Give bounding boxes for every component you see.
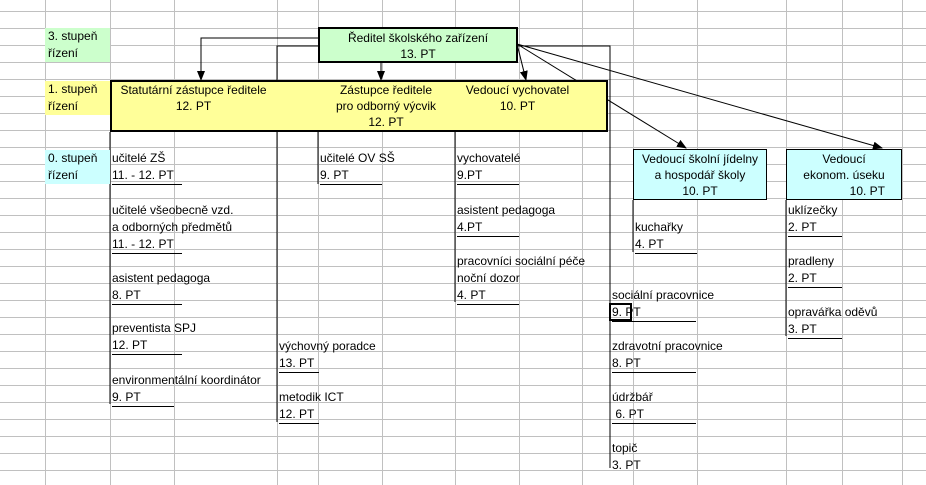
staff-teachers-ov-count: 9. PT bbox=[320, 168, 349, 182]
staff-teachers-ov[interactable]: učitelé OV SŠ 9. PT bbox=[320, 150, 395, 185]
staff-prevention-count: 12. PT bbox=[112, 338, 148, 352]
staff-social-worker[interactable]: sociální pracovnice 9. PT bbox=[612, 287, 715, 322]
staff-tailor[interactable]: opravářka oděvů 3. PT bbox=[788, 304, 878, 339]
staff-counselor-title: výchovný poradce bbox=[279, 339, 376, 353]
staff-prevention-title: preventista SPJ bbox=[112, 321, 197, 335]
staff-tailor-count: 3. PT bbox=[788, 322, 817, 336]
staff-ict-count: 12. PT bbox=[279, 407, 315, 421]
staff-cooks-title: kuchařky bbox=[635, 220, 684, 234]
staff-cleaners-count: 2. PT bbox=[788, 220, 817, 234]
statutory-deputy-count: 12. PT bbox=[175, 99, 212, 113]
level-0-line2: řízení bbox=[48, 168, 79, 182]
staff-social-worker-title: sociální pracovnice bbox=[612, 288, 715, 302]
staff-stoker-title: topič bbox=[612, 441, 638, 455]
staff-teachers-zs-title: učitelé ZŠ bbox=[112, 151, 166, 165]
statutory-deputy-box[interactable]: Statutární zástupce ředitele 12. PT bbox=[110, 81, 277, 131]
vocational-deputy-title-2: pro odborný výcvik bbox=[335, 99, 437, 113]
staff-teachers-zs-count: 11. - 12. PT bbox=[112, 168, 174, 182]
deputies-band bbox=[110, 80, 608, 132]
staff-assistant-a-title: asistent pedagoga bbox=[112, 271, 211, 285]
staff-health-worker-title: zdravotní pracovnice bbox=[612, 339, 723, 353]
staff-ict-title: metodik ICT bbox=[279, 390, 344, 404]
staff-teachers-general-title-1: učitelé všeobecně vzd. bbox=[112, 203, 234, 217]
staff-teachers-zs[interactable]: učitelé ZŠ 11. - 12. PT bbox=[112, 150, 182, 185]
staff-social-care[interactable]: pracovníci sociální péče noční dozor 4. … bbox=[457, 253, 586, 305]
canteen-head-title-2: a hospodář školy bbox=[654, 168, 746, 182]
staff-environmental-title: environmentální koordinátor bbox=[112, 373, 261, 387]
staff-cooks[interactable]: kuchařky 4. PT bbox=[635, 219, 697, 254]
staff-educators[interactable]: vychovatelé 9.PT bbox=[457, 150, 521, 185]
director-title: Ředitel školského zařízení bbox=[347, 31, 489, 45]
staff-teachers-general-title-2: a odborných předmětů bbox=[112, 220, 233, 234]
economics-head-title-1: Vedoucí bbox=[822, 152, 866, 166]
staff-social-care-title-1: pracovníci sociální péče bbox=[457, 254, 586, 268]
economics-head-title-2: ekonom. úseku bbox=[803, 168, 885, 182]
educator-lead-title: Vedoucí vychovatel bbox=[465, 83, 570, 97]
staff-social-worker-count: 9. PT bbox=[612, 305, 641, 319]
staff-assistant-b[interactable]: asistent pedagoga 4.PT bbox=[457, 202, 556, 237]
staff-laundry-title: pradleny bbox=[788, 254, 835, 268]
staff-teachers-general-count: 11. - 12. PT bbox=[112, 237, 174, 251]
staff-teachers-ov-title: učitelé OV SŠ bbox=[320, 151, 395, 165]
level-3-line1: 3. stupeň bbox=[48, 29, 98, 43]
staff-laundry-count: 2. PT bbox=[788, 271, 817, 285]
staff-cleaners[interactable]: uklízečky 2. PT bbox=[788, 202, 842, 237]
staff-laundry[interactable]: pradleny 2. PT bbox=[788, 253, 842, 288]
staff-counselor[interactable]: výchovný poradce 13. PT bbox=[279, 338, 376, 373]
staff-maintenance-title: údržbář bbox=[612, 390, 653, 404]
economics-head-count: 10. PT bbox=[849, 184, 885, 198]
staff-teachers-general[interactable]: učitelé všeobecně vzd. a odborných předm… bbox=[112, 202, 234, 254]
staff-educators-count: 9.PT bbox=[457, 168, 483, 182]
level-3-label: 3. stupeň řízení bbox=[45, 28, 110, 62]
staff-social-care-title-2: noční dozor bbox=[457, 271, 520, 285]
staff-ict[interactable]: metodik ICT 12. PT bbox=[279, 389, 344, 424]
educator-lead-count: 10. PT bbox=[499, 99, 536, 113]
staff-counselor-count: 13. PT bbox=[279, 356, 315, 370]
staff-assistant-b-title: asistent pedagoga bbox=[457, 203, 556, 217]
educator-lead-box[interactable]: Vedoucí vychovatel 10. PT bbox=[455, 81, 580, 131]
economics-head-box[interactable]: Vedoucí ekonom. úseku 10. PT bbox=[786, 149, 902, 200]
staff-maintenance[interactable]: údržbář 6. PT bbox=[612, 389, 696, 424]
canteen-head-title-1: Vedoucí školní jídelny bbox=[641, 152, 759, 166]
level-0-label: 0. stupeň řízení bbox=[45, 150, 110, 184]
director-box[interactable]: Ředitel školského zařízení 13. PT bbox=[318, 27, 518, 63]
staff-health-worker-count: 8. PT bbox=[612, 356, 641, 370]
staff-assistant-b-count: 4.PT bbox=[457, 220, 483, 234]
staff-environmental[interactable]: environmentální koordinátor 9. PT bbox=[112, 372, 261, 407]
statutory-deputy-title: Statutární zástupce ředitele bbox=[120, 83, 267, 97]
staff-environmental-count: 9. PT bbox=[112, 390, 141, 404]
vocational-deputy-box[interactable]: Zástupce ředitele pro odborný výcvik 12.… bbox=[318, 81, 454, 131]
staff-social-care-count: 4. PT bbox=[457, 288, 486, 302]
director-count: 13. PT bbox=[400, 47, 436, 61]
canteen-head-count: 10. PT bbox=[682, 184, 718, 198]
staff-health-worker[interactable]: zdravotní pracovnice 8. PT bbox=[612, 338, 723, 373]
vocational-deputy-title-1: Zástupce ředitele bbox=[339, 83, 433, 97]
level-3-line2: řízení bbox=[48, 46, 79, 60]
staff-assistant-a-count: 8. PT bbox=[112, 288, 141, 302]
staff-tailor-title: opravářka oděvů bbox=[788, 305, 878, 319]
staff-stoker-count: 3. PT bbox=[612, 458, 641, 472]
level-1-line2: řízení bbox=[48, 99, 79, 113]
staff-educators-title: vychovatelé bbox=[457, 151, 521, 165]
level-1-line1: 1. stupeň bbox=[48, 82, 98, 96]
level-1-label: 1. stupeň řízení bbox=[45, 81, 110, 115]
staff-maintenance-count: 6. PT bbox=[612, 407, 645, 421]
staff-assistant-a[interactable]: asistent pedagoga 8. PT bbox=[112, 270, 211, 305]
canteen-head-box[interactable]: Vedoucí školní jídelny a hospodář školy … bbox=[633, 149, 767, 200]
vocational-deputy-count: 12. PT bbox=[368, 115, 404, 129]
level-0-line1: 0. stupeň bbox=[48, 151, 98, 165]
staff-cooks-count: 4. PT bbox=[635, 237, 664, 251]
staff-prevention[interactable]: preventista SPJ 12. PT bbox=[112, 320, 197, 355]
staff-stoker[interactable]: topič 3. PT bbox=[612, 440, 696, 474]
staff-cleaners-title: uklízečky bbox=[788, 203, 838, 217]
